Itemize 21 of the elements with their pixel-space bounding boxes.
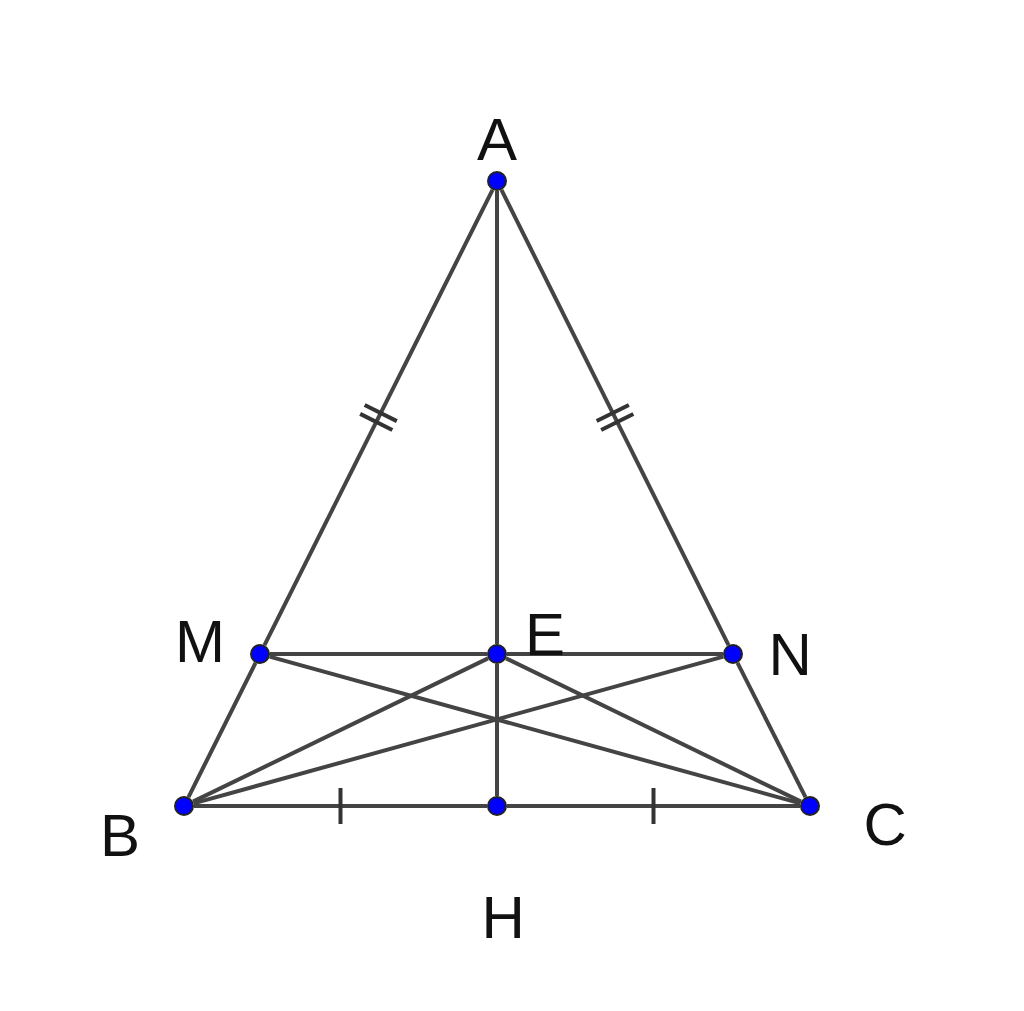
point-label: B: [100, 806, 141, 866]
point-label: N: [768, 625, 812, 685]
line-segment: [735, 662, 808, 798]
line-segment: [192, 656, 489, 804]
point-label: A: [477, 110, 518, 170]
line-segment: [499, 189, 731, 646]
point-label: C: [863, 795, 907, 855]
line-segment: [507, 804, 800, 808]
line-segment: [270, 652, 487, 656]
line-segment: [505, 656, 802, 804]
line-segment: [495, 191, 499, 644]
line-segment: [194, 804, 487, 808]
line-segment: [495, 664, 499, 796]
line-segment: [186, 662, 258, 798]
line-segment: [193, 654, 724, 806]
point-label: M: [175, 612, 225, 672]
line-segment: [269, 654, 801, 806]
point-label: H: [481, 888, 525, 948]
line-segment: [507, 652, 723, 656]
line-segment: [262, 189, 495, 646]
point-label: E: [525, 605, 566, 665]
